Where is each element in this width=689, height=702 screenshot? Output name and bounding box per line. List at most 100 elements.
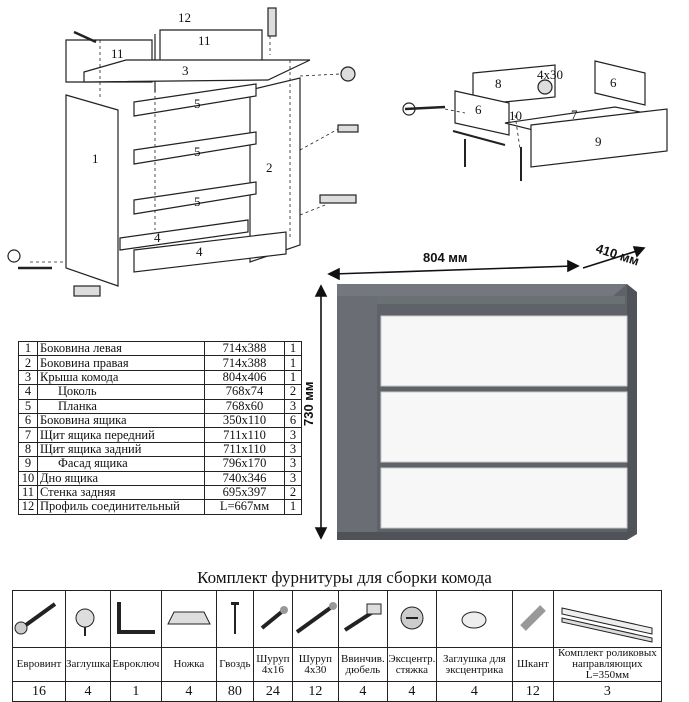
parts-cell-qty: 1: [284, 340, 302, 357]
hardware-qty: 16: [12, 681, 66, 702]
width-dimension-line: [332, 265, 574, 275]
callout-5a: 5: [194, 96, 201, 111]
parts-cell-size: 740x346: [204, 470, 285, 486]
parts-cell-qty: 2: [284, 484, 302, 501]
parts-cell-size: 804x406: [204, 369, 285, 386]
drawer-front-top: [380, 315, 628, 387]
parts-cell-name: Боковина левая: [37, 340, 205, 357]
cam-cap-icon: [461, 611, 487, 629]
callout-8: 8: [495, 76, 502, 91]
parts-cell-qty: 3: [284, 470, 302, 486]
top-panel: [83, 59, 311, 83]
hardware-qty: 4: [435, 681, 513, 702]
parts-cell-size: 695x397: [204, 484, 285, 501]
parts-cell-name: Фасад ящика: [37, 456, 205, 472]
drawer-back: [472, 64, 556, 106]
parts-cell-name: Щит ящика передний: [37, 427, 205, 443]
parts-cell-size: 711x110: [204, 441, 285, 458]
parts-cell-qty: 3: [284, 456, 302, 472]
rail-3: [133, 181, 257, 215]
hardware-qty: 80: [215, 681, 254, 702]
rail-2: [133, 131, 257, 165]
hardware-icon-cell: [65, 590, 111, 648]
hardware-icon-cell: [552, 590, 662, 648]
parts-cell-qty: 3: [284, 398, 302, 414]
hardware-icon-cell: [386, 590, 437, 648]
callout-4a: 4: [154, 230, 161, 245]
callout-6a: 6: [475, 102, 482, 117]
hardware-label: Ввинчив. дюбель: [337, 647, 388, 682]
callout-12: 12: [178, 10, 191, 25]
cam-lock-icon: [400, 606, 424, 630]
foot-icon: [167, 611, 211, 625]
hardware-icon-cell: [511, 590, 554, 648]
wood-dowel-icon: [520, 605, 546, 631]
hardware-label: Комплект роликовых направляющих L=350мм: [552, 647, 662, 682]
parts-cell-size: 714x388: [204, 340, 285, 357]
parts-cell-n: 1: [18, 340, 38, 357]
hardware-icon-cell: [337, 590, 388, 648]
parts-cell-name: Профиль соединительный: [37, 499, 205, 515]
parts-cell-n: 12: [18, 499, 38, 515]
hardware-label: Заглушка: [65, 647, 111, 682]
parts-cell-size: L=667мм: [204, 499, 285, 515]
hardware-label: Эксцентр. стяжка: [386, 647, 437, 682]
hardware-qty: 24: [252, 681, 293, 702]
drawer-slide-icon: [561, 607, 653, 643]
parts-cell-qty: 6: [284, 412, 302, 429]
left-side-panel: [65, 94, 119, 287]
rail-1: [133, 83, 257, 117]
parts-cell-n: 4: [18, 384, 38, 400]
hardware-icon-cell: [109, 590, 162, 648]
hardware-qty: 4: [160, 681, 217, 702]
hardware-label: Евровинт: [12, 647, 66, 682]
hardware-label: Гвоздь: [215, 647, 254, 682]
hardware-icon-cell: [160, 590, 217, 648]
parts-cell-name: Цоколь: [37, 384, 205, 400]
callout-11a: 11: [111, 46, 124, 61]
callout-2: 2: [266, 160, 273, 175]
parts-cell-name: Стенка задняя: [37, 484, 205, 501]
parts-cell-name: Планка: [37, 398, 205, 414]
hardware-qty: 1: [109, 681, 162, 702]
callout-3: 3: [182, 63, 189, 78]
parts-cell-size: 768x60: [204, 398, 285, 414]
hardware-label: Заглушка для эксцентрика: [435, 647, 513, 682]
carcass-exploded-diagram: 11 11 12 3 1 2 5 5 5 4 4: [7, 7, 359, 297]
callout-4x30: 4x30: [537, 67, 563, 82]
hardware-qty: 4: [65, 681, 111, 702]
right-side-panel: [249, 77, 301, 263]
screw-short-icon: [260, 606, 288, 630]
parts-cell-name: Щит ящика задний: [37, 441, 205, 458]
parts-cell-name: Боковина ящика: [37, 412, 205, 429]
drawer-side-left: [454, 90, 510, 136]
hardware-icon-cell: [252, 590, 293, 648]
hardware-qty: 4: [337, 681, 388, 702]
plinth-back: [119, 219, 249, 251]
drawer-front-middle: [380, 391, 628, 463]
back-panel-left: [65, 39, 153, 83]
hardware-icon-cell: [435, 590, 513, 648]
screw-long-icon: [295, 602, 337, 634]
drawer-side-right: [594, 60, 646, 106]
hardware-qty: 12: [291, 681, 339, 702]
nail-icon: [230, 602, 239, 634]
parts-cell-n: 7: [18, 427, 38, 443]
hardware-title: Комплект фурнитуры для сборки комода: [197, 568, 492, 587]
drawer-front: [530, 108, 668, 168]
hardware-icon-cell: [12, 590, 66, 648]
callout-1: 1: [92, 151, 99, 166]
parts-cell-qty: 1: [284, 369, 302, 386]
callout-6b: 6: [610, 75, 617, 90]
parts-cell-n: 5: [18, 398, 38, 414]
dresser-rendering: 804 мм 410 мм 730 мм: [301, 241, 646, 540]
callout-5c: 5: [194, 194, 201, 209]
